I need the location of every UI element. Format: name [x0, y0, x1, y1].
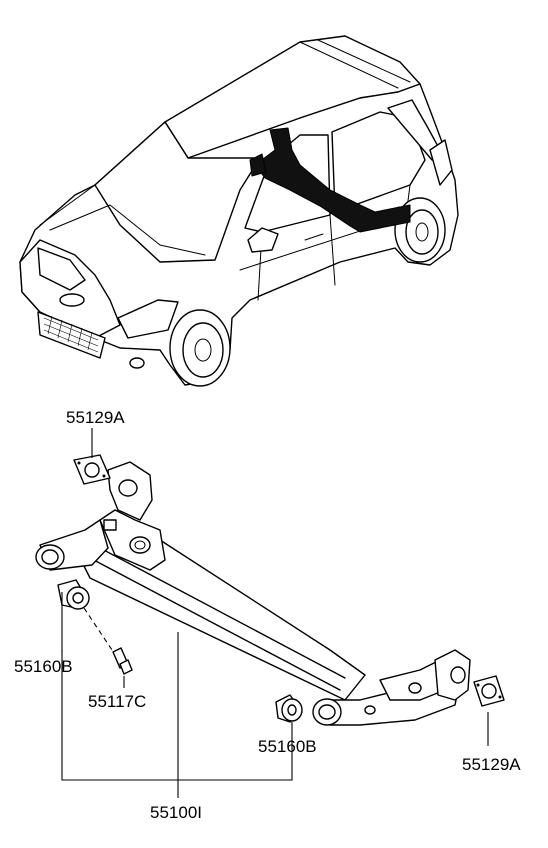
label-gasket-right: 55129A	[462, 755, 521, 774]
leader-lines	[61, 428, 489, 798]
label-gasket-top: 55129A	[66, 408, 125, 427]
gasket-right-part	[473, 675, 505, 707]
car-illustration	[19, 35, 459, 387]
bushing-left-part	[57, 579, 90, 610]
torsion-axle-assembly	[35, 461, 471, 726]
bushing-right-part	[275, 694, 303, 723]
label-bolt: 55117C	[88, 692, 146, 711]
gasket-top-part	[73, 454, 111, 485]
bolt-part	[83, 607, 133, 675]
label-axle-assy: 55100I	[150, 803, 202, 822]
label-bushing-left: 55160B	[14, 657, 73, 676]
label-bushing-right: 55160B	[258, 737, 317, 756]
